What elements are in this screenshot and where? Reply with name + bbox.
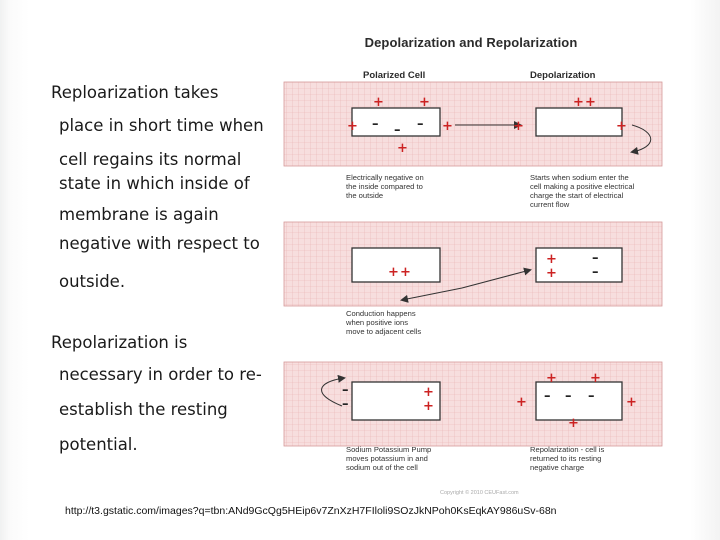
bullet2-line-2: necessary in order to re- [59,365,262,384]
caption-polarized: Electrically negative on the inside comp… [346,173,424,200]
svg-text:–: – [592,265,599,280]
svg-text:+: + [546,371,557,386]
svg-text:+: + [513,119,524,134]
cell-depolarization [535,107,623,137]
bullet1-line-7: outside. [59,272,126,291]
arrow-conduction-2 [461,267,532,289]
svg-text:–: – [394,123,401,138]
svg-text:+: + [616,119,627,134]
caption-depolarization: Starts when sodium enter the cell making… [530,173,635,209]
svg-text:+: + [423,385,434,400]
depolarization-figure: ++ + ––– + + ++ + + ++ ++ –– –– ++ ++ + … [262,22,680,499]
svg-text:–: – [592,251,599,266]
column-heading-polarized: Polarized Cell [363,70,426,81]
svg-text:+: + [626,395,637,410]
svg-text:–: – [417,117,424,132]
bullet2-line-3: establish the resting [59,400,228,419]
bullet1-line-1: Reploarization takes [51,83,219,102]
arrow-conduction-1 [400,287,463,303]
svg-text:+: + [516,395,527,410]
bullet2-line-1: Repolarization is [51,333,188,352]
figure-drawing: ++ + ––– + + ++ + + ++ ++ –– –– ++ ++ + … [283,81,663,447]
bullet1-line-5: membrane is again [59,205,219,224]
cell-repolarized [535,381,623,421]
caption-pump: Sodium Potassium Pump moves potassium in… [346,445,432,472]
caption-conduction: Conduction happens when positive ions mo… [346,309,422,336]
caption-repolarization: Repolarization - cell is returned to its… [530,445,605,472]
svg-text:–: – [544,389,551,404]
svg-text:+: + [388,265,399,280]
svg-text:–: – [342,397,349,412]
curved-arrow-pump [321,374,346,407]
svg-text:–: – [372,117,379,132]
svg-text:+: + [585,95,596,110]
figure-title: Depolarization and Repolarization [364,35,578,50]
svg-text:+: + [347,119,358,134]
svg-text:+: + [397,141,408,156]
svg-text:+: + [442,119,453,134]
svg-text:–: – [565,389,572,404]
bullet1-line-2: place in short time when [59,116,264,135]
bullet1-line-3: cell regains its normal [59,150,242,169]
cell-conducting [535,247,623,283]
cell-pump [351,381,441,421]
svg-text:+: + [590,371,601,386]
bullet2-line-4: potential. [59,435,138,454]
svg-text:–: – [342,383,349,398]
svg-text:+: + [419,95,430,110]
svg-text:+: + [373,95,384,110]
svg-text:+: + [400,265,411,280]
svg-text:+: + [546,266,557,281]
cell-polarized [351,107,441,137]
bullet1-line-4: state in which inside of [59,174,250,193]
svg-text:+: + [546,252,557,267]
figure-copyright: Copyright © 2010 CEUFast.com [440,490,519,496]
source-url: http://t3.gstatic.com/images?q=tbn:ANd9G… [65,505,557,517]
cell-resting [351,247,441,283]
column-heading-depolarization: Depolarization [530,70,596,81]
svg-text:–: – [588,389,595,404]
svg-text:+: + [423,399,434,414]
curved-arrow-depolarization [630,124,652,155]
bullet1-line-6: negative with respect to [59,234,260,253]
svg-text:+: + [573,95,584,110]
svg-text:+: + [568,416,579,431]
